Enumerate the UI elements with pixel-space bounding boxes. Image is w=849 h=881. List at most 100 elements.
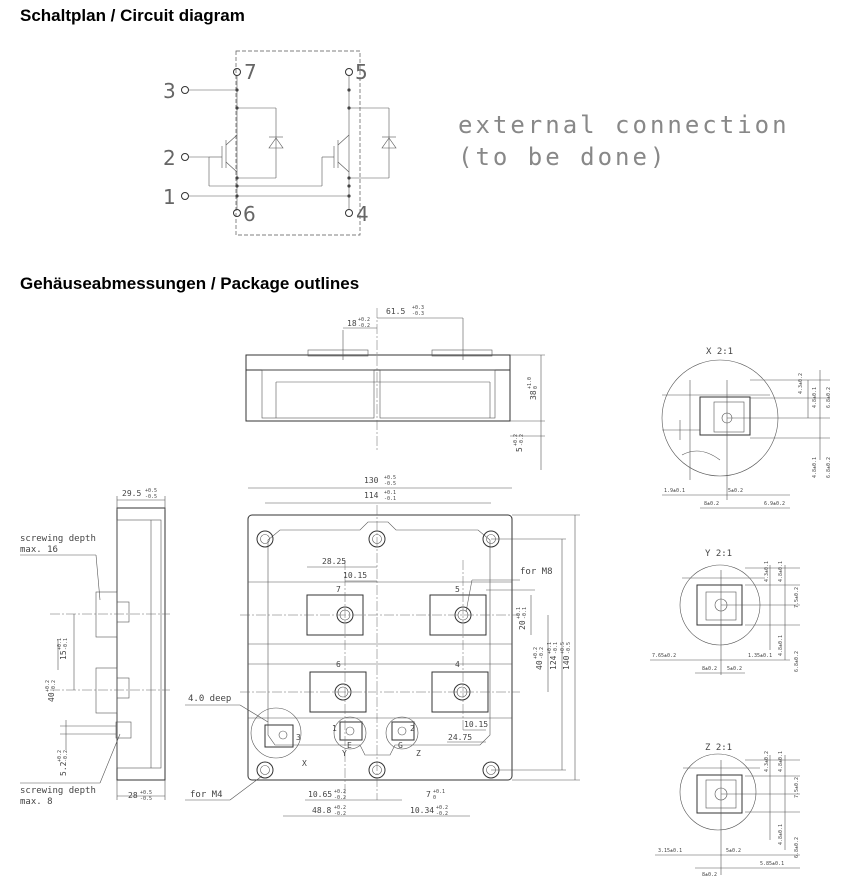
tol-28-upper: +0.5	[140, 790, 152, 796]
tol-124-lower: -0.1	[553, 642, 559, 654]
detail-z-dim-5: 6.8±0.2	[794, 837, 800, 858]
detail-ref-z: Z	[416, 749, 421, 758]
tol-10-34-upper: +0.2	[436, 805, 448, 811]
dim-10-65: 10.65	[308, 790, 332, 799]
dim-61-5: 61.5	[386, 307, 405, 316]
tol-114-upper: +0.1	[384, 490, 396, 496]
dim-20: 20	[518, 620, 527, 630]
detail-ref-y: Y	[342, 749, 347, 758]
detail-z-dim-4: 4.8±0.1	[778, 824, 784, 845]
to-be-done-note: (to be done)	[458, 143, 667, 171]
pin-label-4: 4	[356, 202, 369, 226]
diode-right	[381, 137, 397, 149]
terminal-number-3: 3	[296, 733, 301, 742]
pin-label-2: 2	[163, 146, 176, 170]
circuit-wires	[189, 76, 390, 209]
detail-y-dim-3: 7.5±0.2	[794, 587, 800, 608]
dim-28-25: 28.25	[322, 557, 346, 566]
detail-x-dim-2: 4.8±0.1	[812, 387, 818, 408]
circuit-heading: Schaltplan / Circuit diagram	[20, 6, 245, 25]
dim-10-34: 10.34	[410, 806, 434, 815]
dim-10-15-upper: 10.15	[343, 571, 367, 580]
detail-y-dim-5: 6.8±0.2	[794, 651, 800, 672]
tol-10-65-upper: +0.2	[334, 789, 346, 795]
tol-18-lower: -0.2	[358, 323, 370, 329]
detail-z-dim-1: 4.3±0.2	[764, 751, 770, 772]
side-view	[20, 496, 170, 800]
dim-10-15-lower: 10.15	[464, 720, 488, 729]
top-view	[245, 308, 545, 470]
tol-5-2-upper: +0.2	[57, 750, 63, 762]
dim-38: 38	[529, 390, 538, 400]
terminal-number-1: 1	[332, 724, 337, 733]
dim-40-side: 40	[47, 692, 56, 702]
terminal-2	[181, 153, 189, 161]
tol-140-upper: +0.5	[560, 642, 566, 654]
detail-z-dim-9: 5.85±0.1	[760, 861, 784, 867]
detail-y-dim-2: 4.8±0.1	[778, 561, 784, 582]
detail-x-dim-6: 1.9±0.1	[664, 488, 685, 494]
terminal-5	[345, 68, 353, 76]
tol-5-2-lower: -0.2	[63, 750, 69, 762]
tol-20-lower: -0.1	[522, 607, 528, 619]
detail-ref-x: X	[302, 759, 307, 768]
dim-24-75: 24.75	[448, 733, 472, 742]
main-view	[185, 487, 580, 817]
detail-z-dim-2: 4.8±0.1	[778, 751, 784, 772]
dim-130: 130	[364, 476, 379, 485]
detail-x-dim-8: 5±0.2	[728, 488, 743, 494]
tol-48-8-lower: -0.2	[334, 811, 346, 817]
dim-29-5: 29.5	[122, 489, 141, 498]
dim-28: 28	[128, 791, 138, 800]
detail-z-title: Z 2:1	[705, 743, 732, 753]
detail-y-dim-6: 7.65±0.2	[652, 653, 676, 659]
tol-38-upper: +1.0	[527, 377, 533, 389]
tol-15-lower: -0.1	[63, 638, 69, 650]
detail-x-dim-3: 6.8±0.2	[826, 387, 832, 408]
dim-40-main: 40	[535, 660, 544, 670]
dim-7: 7	[426, 790, 431, 799]
tol-61-5-lower: -0.3	[412, 311, 424, 317]
dim-15: 15	[59, 650, 68, 660]
tol-40-main-upper: +0.2	[533, 647, 539, 659]
tol-7-upper: +0.1	[433, 789, 445, 795]
package-heading: Gehäuseabmessungen / Package outlines	[20, 274, 360, 293]
tol-130-lower: -0.5	[384, 481, 396, 487]
detail-x-dim-7: 8±0.2	[704, 501, 719, 507]
terminal-number-4: 4	[455, 660, 460, 669]
detail-x-dim-5: 6.8±0.2	[826, 457, 832, 478]
tol-40-main-lower: -0.2	[539, 647, 545, 659]
terminal-number-7: 7	[336, 585, 341, 594]
detail-y-dim-4: 4.8±0.1	[778, 635, 784, 656]
diode-left	[268, 137, 284, 149]
tol-38-lower: 0	[533, 386, 539, 389]
terminal-number-2: 2	[410, 724, 415, 733]
terminal-7	[233, 68, 241, 76]
screwing-depth-8-label: screwing depth	[20, 786, 96, 796]
detail-y-dim-9: 5±0.2	[727, 666, 742, 672]
tol-40-side-lower: -0.2	[51, 680, 57, 692]
terminal-number-6: 6	[336, 660, 341, 669]
tol-18-upper: +0.2	[358, 317, 370, 323]
detail-x	[661, 359, 830, 509]
pin-label-1: 1	[163, 185, 176, 209]
terminal-6	[233, 209, 241, 217]
tol-140-lower: -0.5	[566, 642, 572, 654]
dim-5: 5	[515, 447, 524, 452]
detail-y-dim-7: 8±0.2	[702, 666, 717, 672]
tol-10-34-lower: -0.2	[436, 811, 448, 817]
dim-5-2: 5.2	[59, 761, 68, 776]
module-outline	[235, 50, 361, 236]
detail-y	[650, 564, 800, 675]
terminal-1	[181, 192, 189, 200]
detail-z	[655, 753, 800, 875]
terminal-3	[181, 86, 189, 94]
tol-28-lower: -0.5	[140, 796, 152, 802]
for-m8-label: for M8	[520, 567, 553, 577]
pin-label-5: 5	[355, 60, 368, 84]
detail-x-title: X 2:1	[706, 347, 733, 357]
dim-124: 124	[549, 655, 558, 670]
terminal-number-5: 5	[455, 585, 460, 594]
terminal-4	[345, 209, 353, 217]
